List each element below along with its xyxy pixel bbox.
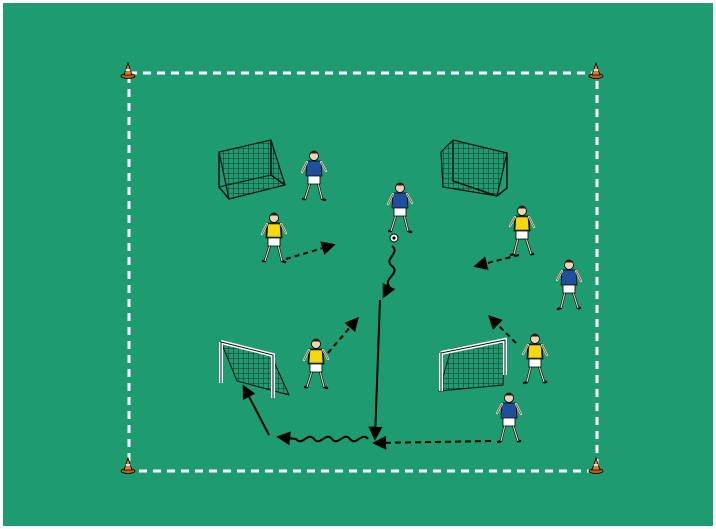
players: [262, 151, 581, 443]
area-boundary: [129, 73, 597, 471]
ball: [390, 234, 398, 242]
pass-arrow-down: [375, 300, 380, 438]
player-blue-right: [557, 260, 581, 310]
dribble-arrow-center: [384, 246, 395, 296]
goal-top-left: [219, 140, 285, 199]
cone-bottom-right: [589, 458, 603, 474]
player-blue-top-left: [302, 151, 326, 201]
dribble-arrow-bottom: [279, 437, 368, 442]
player-yellow-top-right: [510, 206, 534, 256]
player-blue-bottom-right: [497, 393, 521, 443]
run-arrow-bottom: [375, 441, 491, 443]
drill-diagram: [3, 3, 713, 526]
run-arrow-left: [286, 245, 333, 259]
player-blue-center-with-ball: [388, 183, 412, 233]
cone-top-left: [121, 63, 135, 79]
run-arrow-bottom-left: [328, 319, 357, 353]
cone-top-right: [589, 63, 603, 79]
run-arrow-right: [476, 255, 519, 266]
player-yellow-left: [262, 213, 286, 263]
shot-arrow: [244, 387, 269, 435]
goal-top-right: [441, 140, 507, 196]
cone-bottom-left: [121, 458, 135, 474]
player-yellow-bottom-left: [304, 339, 328, 389]
player-yellow-bottom-right: [523, 334, 547, 384]
goal-bottom-right: [439, 339, 505, 391]
goal-bottom-left: [221, 342, 289, 398]
training-pitch: [3, 3, 713, 526]
